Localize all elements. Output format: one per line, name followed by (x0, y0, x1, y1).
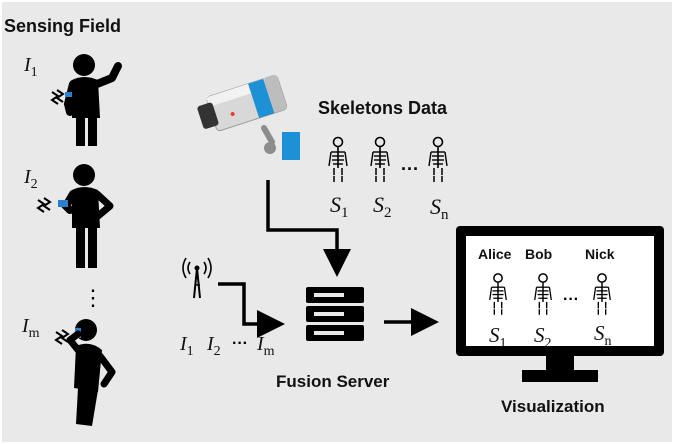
monitor-skeleton-2-label: S2 (534, 323, 552, 351)
person-m-icon (54, 319, 116, 426)
user-m-label: Im (21, 315, 40, 341)
security-camera-icon (197, 75, 300, 160)
antenna-icon (182, 257, 212, 299)
antenna-to-server-arrow (218, 282, 285, 338)
signal-ellipsis: ··· (232, 335, 248, 352)
signal-2-label: I2 (206, 333, 221, 359)
camera-to-server-arrow (266, 180, 351, 277)
user-1-label: I1 (23, 54, 38, 80)
person-1-icon (50, 54, 122, 146)
user-ellipsis: ⋮ (82, 285, 104, 310)
signal-m-label: Im (256, 333, 275, 359)
person-name-nick: Nick (585, 246, 615, 262)
signal-1-label: I1 (179, 333, 194, 359)
skeletons-title: Skeletons Data (318, 98, 448, 118)
visualization-label: Visualization (501, 397, 605, 416)
monitor-skeleton-1-label: S1 (489, 323, 507, 351)
monitor-skeleton-n-label: Sn (594, 321, 612, 349)
user-2-label: I2 (23, 166, 38, 192)
skeleton-n-label: Sn (430, 194, 449, 223)
person-2-icon (36, 164, 114, 268)
monitor-ellipsis: ··· (563, 291, 579, 308)
skeleton-2-label: S2 (373, 192, 392, 221)
sensing-field-title: Sensing Field (4, 16, 121, 36)
skeleton-ellipsis: ··· (401, 159, 419, 179)
person-name-bob: Bob (525, 246, 552, 262)
server-label: Fusion Server (276, 372, 390, 391)
person-name-alice: Alice (478, 246, 512, 262)
skeleton-1-label: S1 (330, 192, 349, 221)
server-icon (306, 287, 364, 341)
